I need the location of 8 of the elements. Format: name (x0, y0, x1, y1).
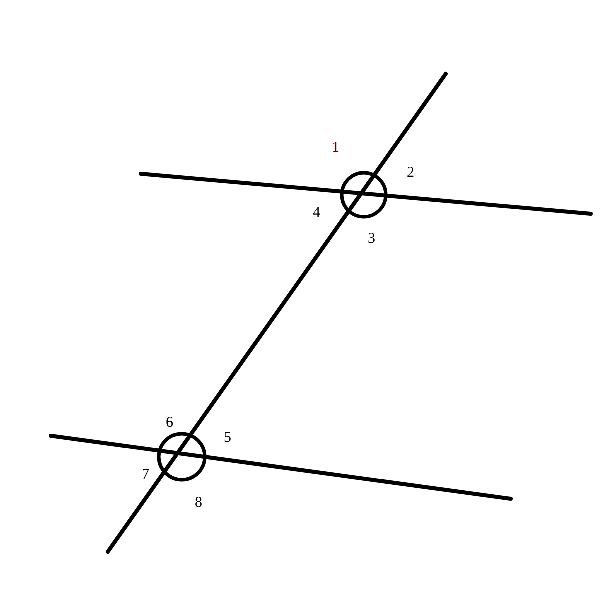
angle-number: 6 (166, 416, 174, 431)
angle-number: 4 (313, 206, 320, 221)
angle-number: 7 (142, 468, 150, 483)
angle-number: 8 (195, 496, 202, 511)
angle-number: 1 (332, 141, 340, 156)
angle-number: 5 (224, 431, 232, 446)
angle-number: 2 (407, 166, 414, 181)
angle-number: 3 (368, 232, 376, 247)
